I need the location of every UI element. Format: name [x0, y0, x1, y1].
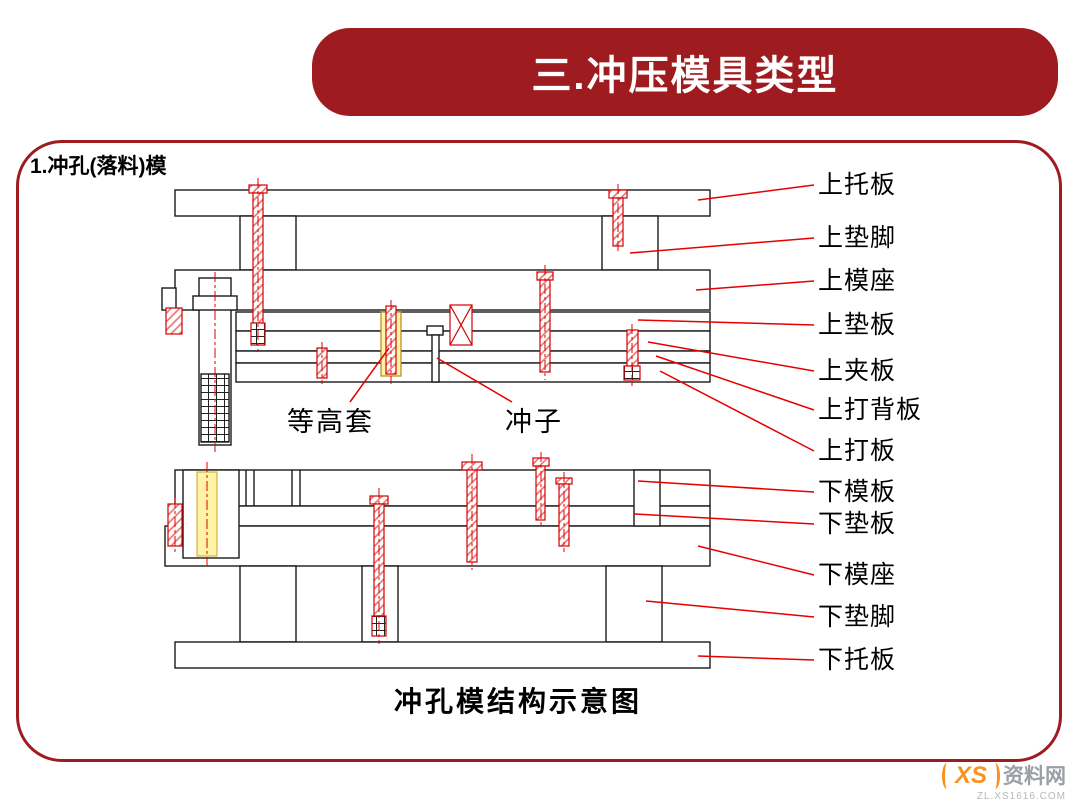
part-label-lower-spacer-foot: 下垫脚 — [818, 603, 897, 631]
part-label-upper-backing-plate: 上垫板 — [818, 311, 897, 339]
watermark-site-name: 资料网 — [1003, 764, 1066, 788]
part-label-upper-spacer-foot: 上垫脚 — [818, 224, 897, 252]
title-banner: 三.冲压模具类型 — [312, 28, 1058, 116]
centerlines — [174, 178, 633, 644]
logo-swoosh-left-icon — [941, 763, 952, 789]
part-label-upper-die-holder: 上模座 — [818, 267, 897, 295]
watermark: XS 资料网 ZL.XS1616.COM — [941, 762, 1066, 802]
part-label-upper-stripper-back: 上打背板 — [818, 396, 923, 424]
lower-die-assembly — [164, 469, 711, 669]
section-label: 1.冲孔(落料)模 — [30, 155, 167, 178]
part-label-lower-support-plate: 下托板 — [818, 646, 897, 674]
watermark-logo: XS — [954, 762, 987, 789]
slide-title: 三.冲压模具类型 — [531, 54, 839, 98]
part-label-lower-die-holder: 下模座 — [818, 561, 897, 589]
label-punch: 冲子 — [505, 407, 563, 437]
diagram-caption: 冲孔模结构示意图 — [394, 686, 643, 717]
upper-die-assembly — [161, 189, 711, 446]
label-equal-height-sleeve: 等高套 — [287, 407, 374, 437]
part-label-upper-stripper-plate: 上打板 — [818, 437, 897, 465]
part-label-upper-support-plate: 上托板 — [818, 171, 897, 199]
logo-swoosh-right-icon — [990, 763, 1000, 789]
watermark-url: ZL.XS1616.COM — [976, 791, 1066, 802]
leader-lines — [349, 184, 815, 661]
part-label-upper-clamp-plate: 上夹板 — [818, 357, 897, 385]
part-label-lower-die-plate: 下模板 — [818, 478, 897, 506]
part-label-lower-backing-plate: 下垫板 — [818, 510, 897, 538]
